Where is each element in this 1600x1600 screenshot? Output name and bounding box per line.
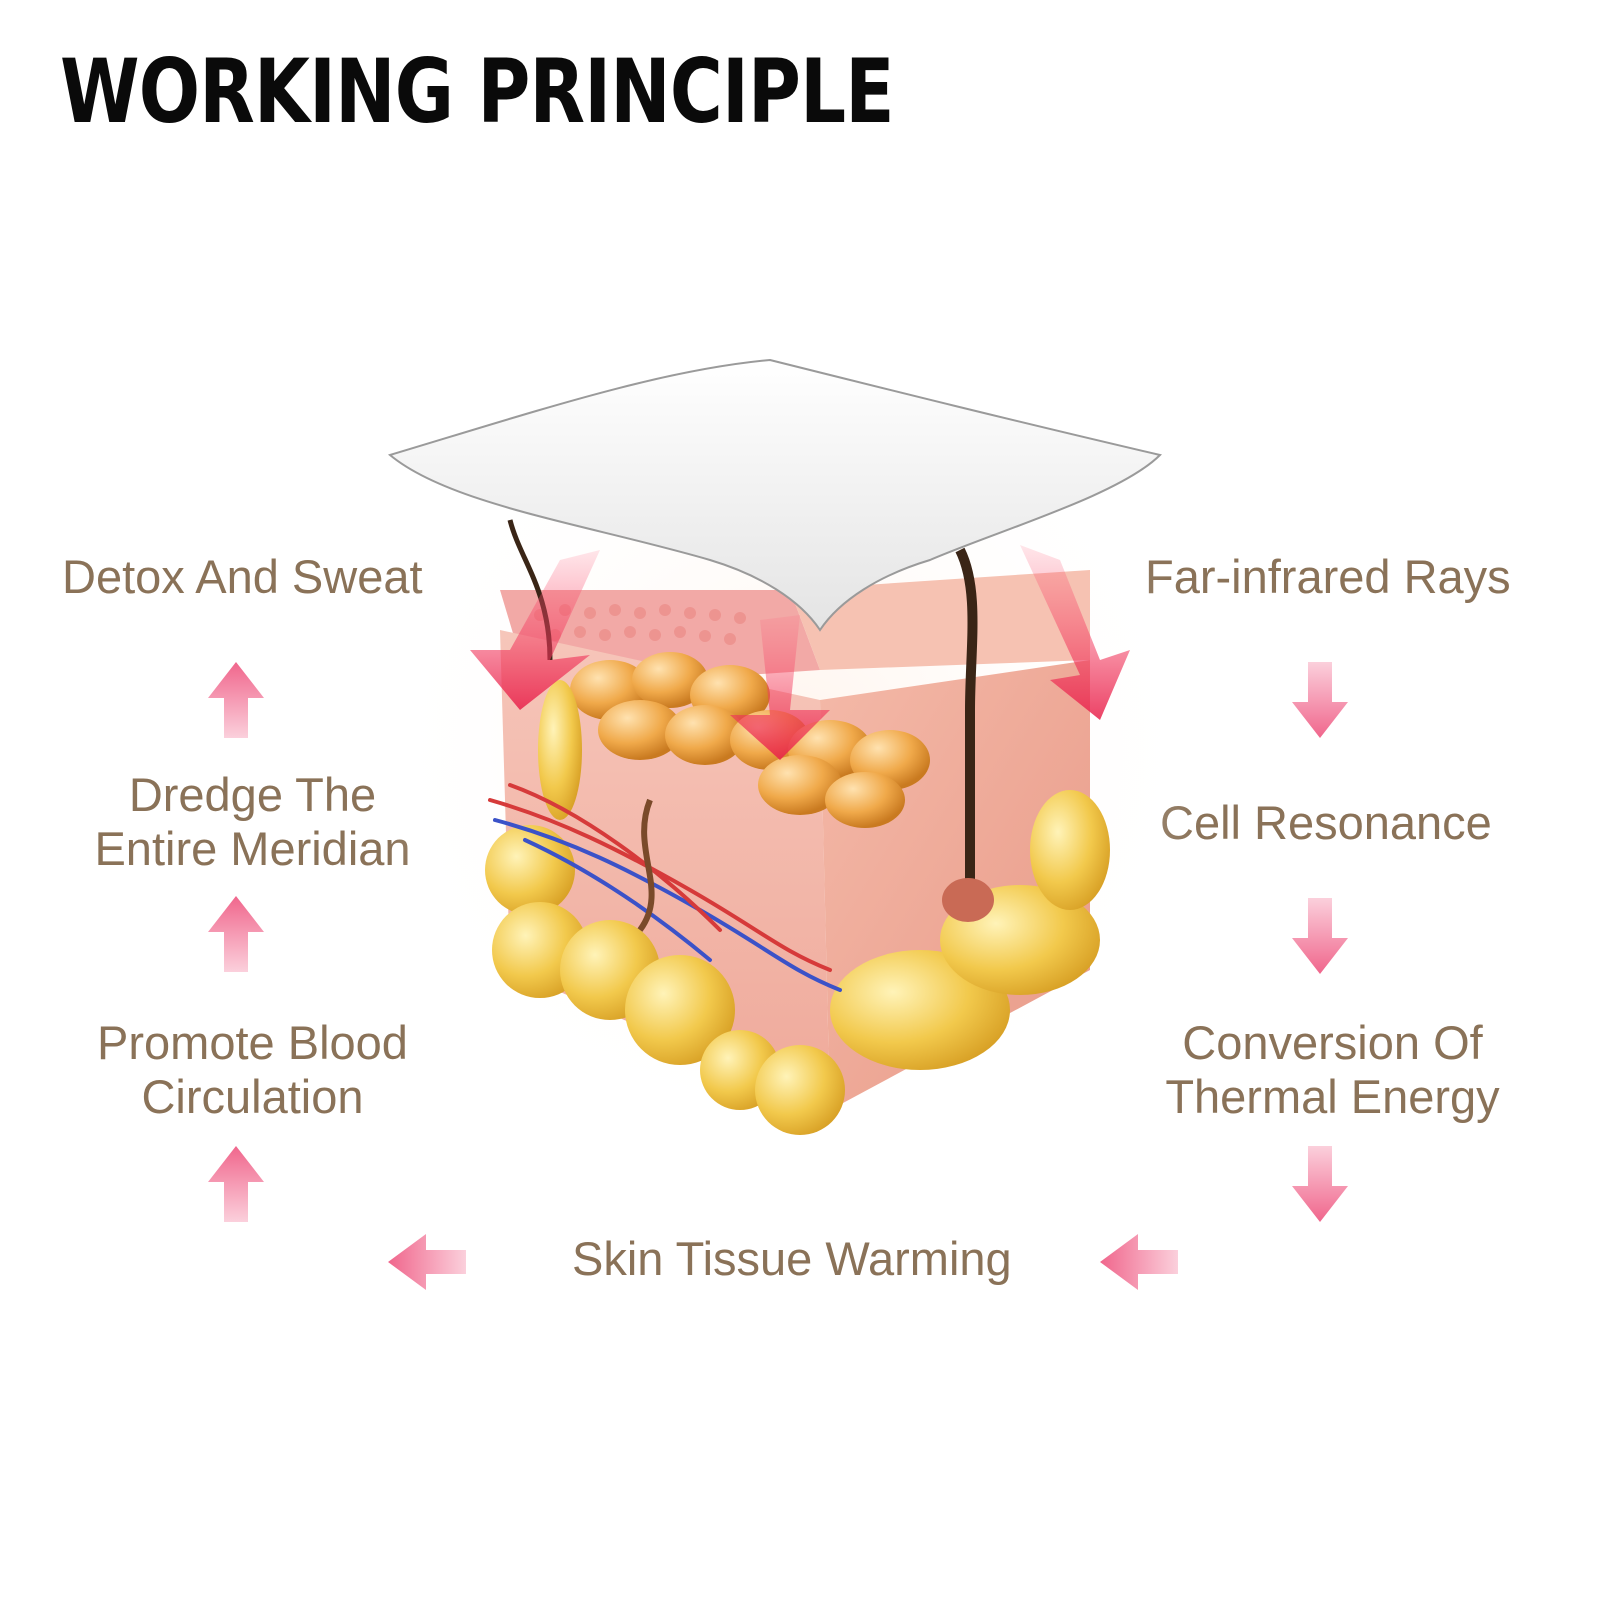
arrow-left-icon: [388, 1234, 466, 1290]
arrow-up-icon: [208, 896, 264, 972]
skin-layers-illustration: [370, 350, 1210, 1150]
arrow-down-icon: [1292, 1146, 1348, 1222]
arrow-down-icon: [1292, 898, 1348, 974]
arrow-up-icon: [208, 662, 264, 738]
step-promote-blood-circulation: Promote Blood Circulation: [97, 1016, 408, 1123]
arrow-up-icon: [208, 1146, 264, 1222]
arrow-down-icon: [1292, 662, 1348, 738]
page-title: WORKING PRINCIPLE: [60, 40, 895, 143]
step-dredge-meridian: Dredge The Entire Meridian: [94, 768, 411, 875]
step-cell-resonance: Cell Resonance: [1160, 796, 1492, 849]
step-skin-tissue-warming: Skin Tissue Warming: [572, 1232, 1012, 1285]
step-thermal-energy-conversion: Conversion Of Thermal Energy: [1165, 1016, 1500, 1123]
step-detox-and-sweat: Detox And Sweat: [62, 550, 423, 603]
arrow-left-icon: [1100, 1234, 1178, 1290]
step-far-infrared-rays: Far-infrared Rays: [1145, 550, 1511, 603]
heat-patch: [387, 358, 1162, 632]
